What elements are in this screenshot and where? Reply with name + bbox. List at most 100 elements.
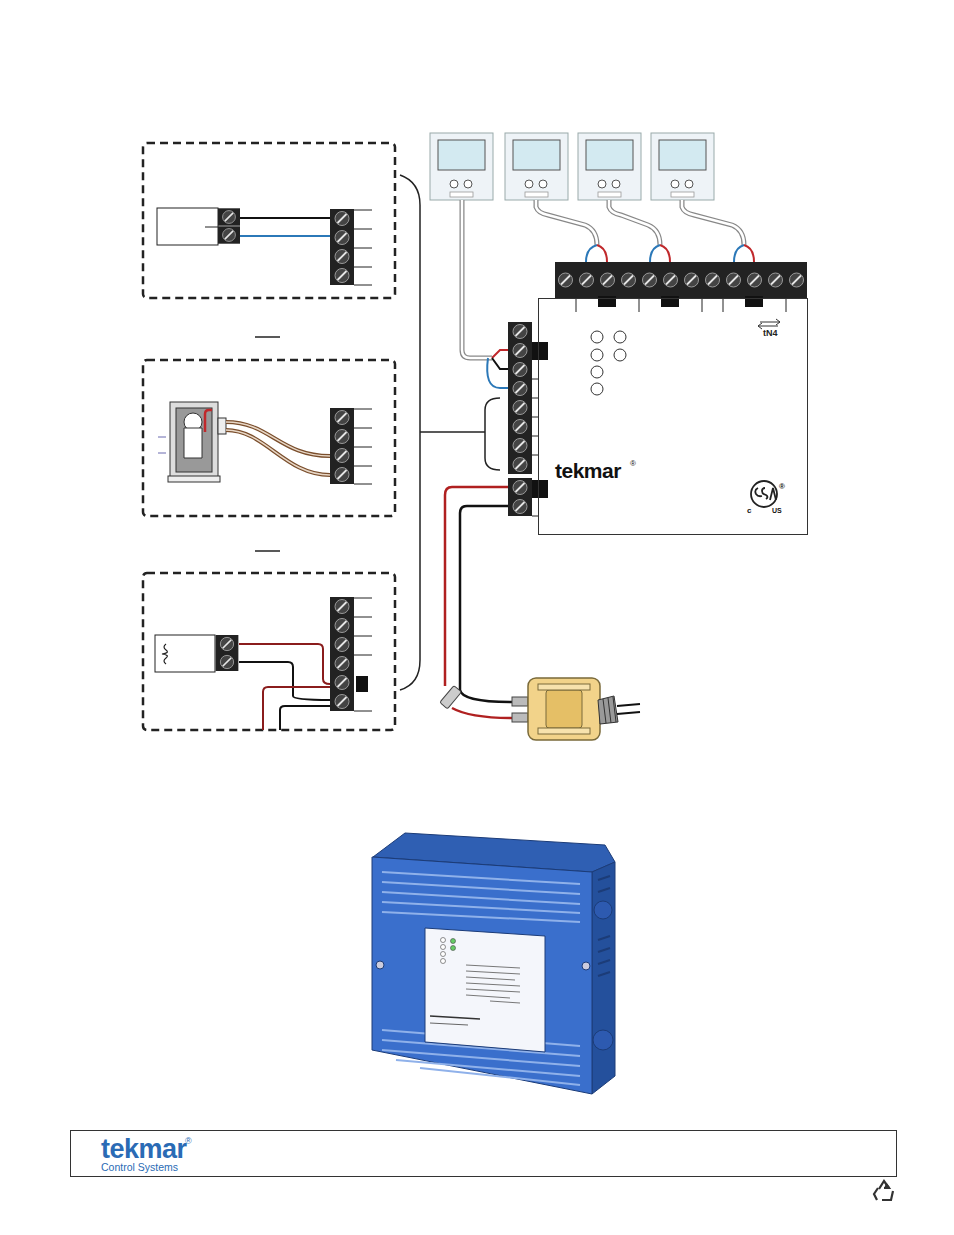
recycle-symbol-part <box>884 1184 889 1188</box>
product-photo-part-part <box>451 939 456 944</box>
panel-three-part <box>280 706 330 730</box>
top-terminal-strip-part <box>555 262 576 298</box>
transformer-part <box>512 713 528 722</box>
transformer-part-part <box>613 697 616 722</box>
top-terminal-strip-part <box>681 262 702 298</box>
device-indicators <box>591 331 626 395</box>
product-photo-part <box>382 872 580 1085</box>
product-photo-part-part <box>441 945 446 950</box>
product-photo-part <box>594 901 612 919</box>
panel-one-part <box>218 208 240 225</box>
transformer-part <box>538 728 590 734</box>
product-photo-part-part <box>382 892 580 904</box>
product-photo-part <box>441 938 456 964</box>
product-photo-part <box>372 857 592 1094</box>
panel-two-part-part <box>158 453 166 454</box>
panel-three-part-part <box>354 655 372 656</box>
panel-three-part <box>354 598 372 711</box>
transformer-part <box>617 704 640 714</box>
panel-one-part-part <box>354 285 372 286</box>
certification-mark: US <box>772 507 782 514</box>
panel-two-part <box>226 422 330 456</box>
power-wiring <box>440 487 512 718</box>
thermostat-cables-part <box>536 200 597 245</box>
left-terminal-strip-part <box>508 478 532 497</box>
brand-logo: tekmar <box>101 1136 187 1163</box>
panel-two-part <box>218 418 226 434</box>
top-terminal-strip-part <box>744 262 765 298</box>
panel-three-part-part <box>354 711 372 712</box>
registered-mark: ® <box>185 1137 192 1146</box>
product-photo-part-part <box>598 972 610 976</box>
panel-two-part-part <box>354 428 372 429</box>
top-terminal-strip-part <box>639 262 660 298</box>
panel-three <box>155 597 372 730</box>
left-terminal-strip-part <box>508 436 532 455</box>
panel-two-part-part <box>354 466 372 467</box>
panel-three-part <box>216 653 239 671</box>
option-panels-part <box>143 573 395 730</box>
panel-two-part <box>354 409 372 484</box>
top-terminal-strip-part <box>786 262 807 298</box>
transformer-part <box>598 696 618 724</box>
panel-one <box>157 208 372 285</box>
thermostat-cables-part-part <box>744 245 754 262</box>
product-photo-part <box>430 1016 480 1019</box>
panel-three-part-part <box>354 598 372 599</box>
product-photo-part-part <box>382 912 580 922</box>
product-photo-part-part <box>598 876 610 880</box>
panel-three-part <box>162 644 167 664</box>
thermostat-cables-part-part <box>660 245 670 262</box>
left-terminal-strip-part <box>508 497 532 516</box>
product-photo-part-part <box>466 989 520 992</box>
tn4-arrows-part <box>760 319 780 325</box>
thermostat-cables-part <box>462 200 492 358</box>
panel-three-part <box>263 687 330 730</box>
product-photo-part-part <box>466 983 520 986</box>
thermostats-part <box>651 133 714 200</box>
product-photo-part-part <box>430 1016 480 1019</box>
thermostats-part <box>430 133 493 200</box>
thermostats <box>430 133 714 200</box>
transformer-part <box>603 697 616 723</box>
top-terminal-strip-part <box>576 262 597 298</box>
panel-one-part-part <box>354 210 372 211</box>
top-terminal-strip-part <box>702 262 723 298</box>
panel-two-part <box>330 446 354 465</box>
device-indicators-part <box>591 366 603 378</box>
product-photo-part-part <box>441 952 446 957</box>
product-photo-part <box>598 876 610 976</box>
panel-one-part <box>330 247 354 266</box>
product-photo-part-part <box>598 948 610 952</box>
thermostat-cables-part-part <box>492 350 508 358</box>
csa-mark-part <box>755 488 776 500</box>
separator-marks <box>255 337 280 551</box>
top-terminal-strip-part <box>723 262 744 298</box>
panel-two-part <box>158 437 166 453</box>
panel-two-part <box>184 428 202 458</box>
certification-mark: c <box>747 507 751 515</box>
left-terminal-strip-part <box>508 360 532 379</box>
panel-two-part-part <box>354 447 372 448</box>
product-photo-part <box>425 928 545 1052</box>
panel-one-part <box>330 209 354 228</box>
power-wiring-part <box>460 506 512 702</box>
panel-one-part-part <box>354 267 372 268</box>
thermostat-cables <box>462 200 754 388</box>
panel-three-part <box>356 676 368 692</box>
product-photo-part-part <box>441 938 446 943</box>
transformer-part <box>512 697 528 706</box>
wiring-center-housing: tN4tekmar <box>538 298 808 535</box>
product-photo-part-part <box>382 882 580 894</box>
power-wiring-part <box>445 487 508 686</box>
product-photo-part-part <box>451 946 456 951</box>
thermostat-cables-part <box>487 245 754 388</box>
panel-two-part <box>330 465 354 484</box>
thermostat-cables-part <box>536 200 597 245</box>
brand-tagline: Control Systems <box>101 1162 178 1173</box>
panel-two-part-part <box>354 484 372 485</box>
panel-two-part <box>170 402 218 478</box>
product-photo-part <box>376 961 384 969</box>
transformer <box>512 678 640 740</box>
